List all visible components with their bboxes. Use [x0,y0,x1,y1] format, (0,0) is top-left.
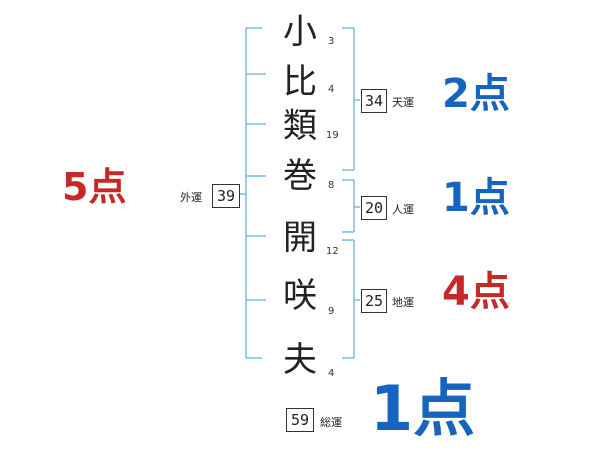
soun-score: 1点 [370,378,475,440]
tenun-score: 2点 [442,74,510,114]
stroke-count-3: 19 [326,130,339,141]
tenun-label: 天運 [392,96,414,109]
chiun-score: 4点 [442,272,510,312]
name-char-2: 比 [283,62,317,102]
chiun-value-box: 25 [361,289,387,313]
jinun-label: 人運 [392,203,414,216]
jinun-score: 1点 [442,178,510,218]
stroke-count-2: 4 [328,84,335,95]
jinun-score-text: 1点 [442,175,510,221]
chiun-label: 地運 [392,296,414,309]
jinun-value-box: 20 [361,196,387,220]
right-brackets [342,27,360,359]
name-char-6: 咲 [283,276,317,316]
gaiun-value-box: 39 [212,184,240,208]
gaiun-label: 外運 [180,191,202,204]
gaiun-score-text: 5点 [62,165,127,209]
stroke-count-6: 9 [328,306,335,317]
gaiun-score: 5点 [62,168,126,206]
stroke-count-7: 4 [328,368,335,379]
name-char-5: 開 [283,218,317,258]
name-char-4: 巻 [283,156,317,196]
stroke-count-1: 3 [328,36,335,47]
name-char-7: 夫 [283,340,317,380]
outer-bracket-left [240,27,266,359]
chiun-score-text: 4点 [442,269,510,315]
name-char-1: 小 [283,12,317,52]
tenun-value-box: 34 [361,89,387,113]
soun-value-box: 59 [286,408,314,432]
soun-label: 総運 [320,416,342,429]
name-char-3: 類 [283,106,317,146]
tenun-score-text: 2点 [442,71,510,117]
stroke-count-5: 12 [326,246,339,257]
stroke-count-4: 8 [328,180,335,191]
soun-score-text: 1点 [370,372,476,445]
